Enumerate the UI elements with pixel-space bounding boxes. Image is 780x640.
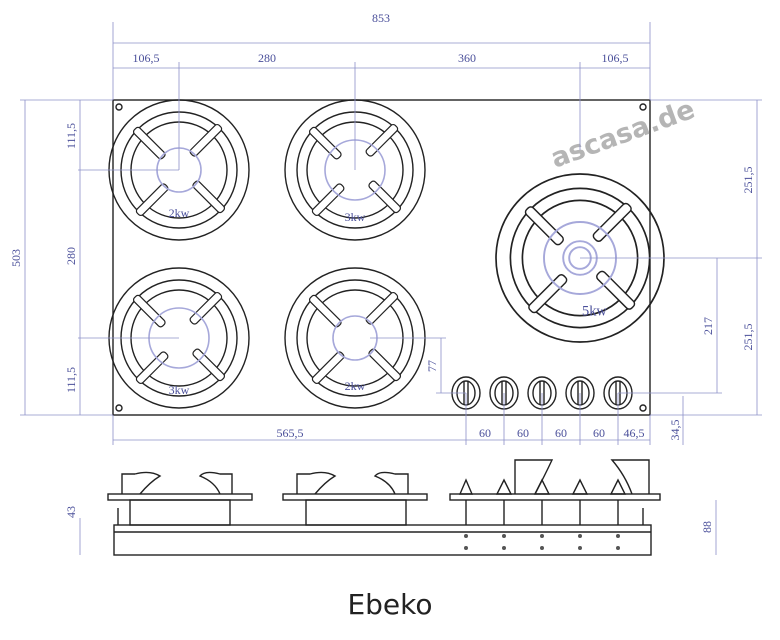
burner-power-label: 5kw [582, 304, 607, 320]
dim-burner-to-knobs: 217 [701, 317, 715, 335]
dim-left: 111,5 [64, 123, 78, 149]
dim-top: 360 [458, 51, 476, 65]
dim-bottom: 46,5 [624, 426, 645, 440]
burner-power-label: 3kw [169, 383, 190, 397]
side-view [107, 459, 661, 556]
dim-right: 251,5 [741, 324, 755, 351]
burner-power-label: 2kw [169, 206, 190, 220]
dim-top: 106,5 [133, 51, 160, 65]
dim-side-above: 43 [64, 506, 78, 518]
dim-bottom: 60 [593, 426, 605, 440]
dim-top: 280 [258, 51, 276, 65]
dim-left: 280 [64, 247, 78, 265]
dimension-lines [20, 22, 762, 555]
fixing-holes [115, 103, 647, 412]
burner-power-label: 3kw [345, 210, 366, 224]
dim-knob-offset: 77 [425, 360, 439, 372]
dim-left: 111,5 [64, 367, 78, 393]
dim-bottom: 565,5 [277, 426, 304, 440]
dim-knob-edge: 34,5 [668, 420, 682, 441]
dim-bottom: 60 [517, 426, 529, 440]
burner-power-label: 2kw [345, 379, 366, 393]
brand-title: Ebeko [347, 588, 433, 621]
dim-right: 251,5 [741, 167, 755, 194]
dim-overall-depth: 503 [9, 249, 23, 267]
burner-large-right: 5kw [495, 173, 665, 343]
dim-bottom: 60 [479, 426, 491, 440]
side-view-holes [464, 534, 620, 550]
dim-overall-width: 853 [372, 11, 390, 25]
dim-bottom: 60 [555, 426, 567, 440]
dim-side-total: 88 [700, 521, 714, 533]
dim-top: 106,5 [602, 51, 629, 65]
